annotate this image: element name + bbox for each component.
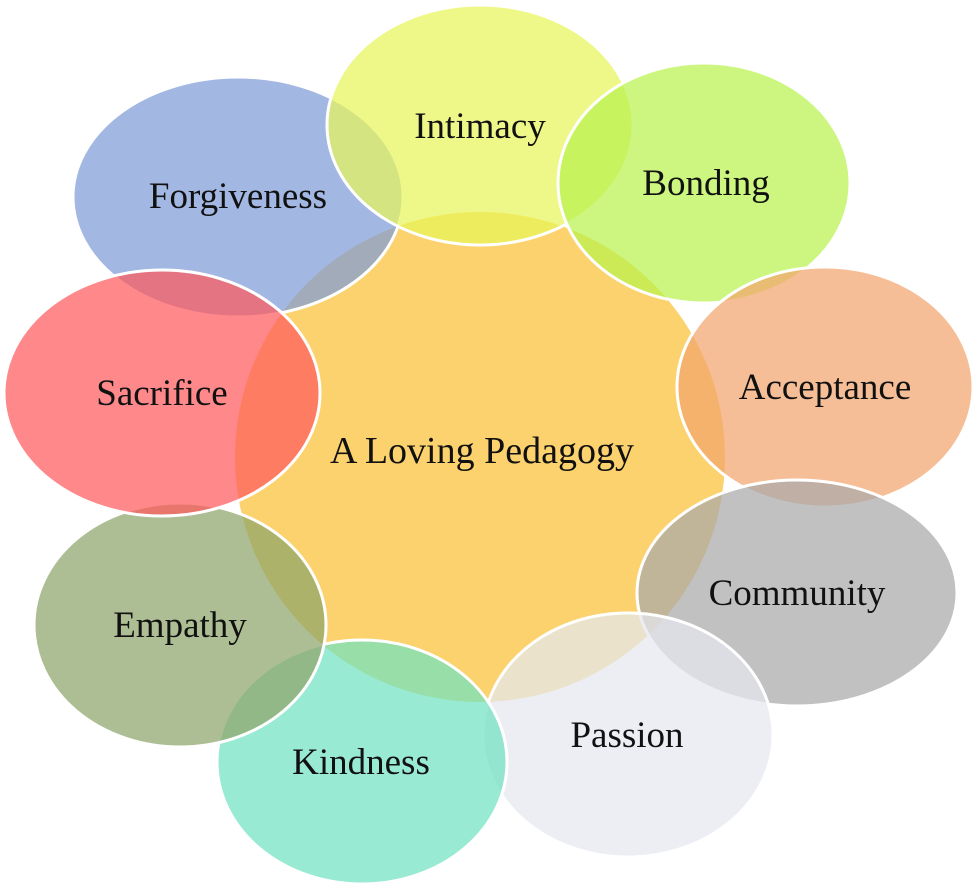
petal-sacrifice: Sacrifice bbox=[2, 268, 322, 518]
petal-empathy: Empathy bbox=[32, 501, 328, 749]
petal-bonding-ellipse bbox=[556, 61, 852, 305]
petal-bonding-label: Bonding bbox=[642, 163, 769, 204]
petal-passion: Passion bbox=[481, 611, 775, 859]
petal-passion-label: Passion bbox=[570, 715, 683, 756]
petal-forgiveness: Forgiveness bbox=[71, 75, 405, 319]
petal-bonding: Bonding bbox=[556, 61, 852, 305]
petal-intimacy: Intimacy bbox=[325, 3, 635, 247]
petal-forgiveness-label: Forgiveness bbox=[149, 176, 327, 217]
petal-acceptance-label: Acceptance bbox=[739, 367, 912, 408]
petal-sacrifice-ellipse bbox=[2, 268, 322, 518]
petal-acceptance: Acceptance bbox=[675, 265, 975, 509]
petal-empathy-label: Empathy bbox=[113, 605, 247, 646]
center-circle bbox=[235, 212, 725, 702]
petal-sacrifice-label: Sacrifice bbox=[96, 373, 227, 414]
petal-intimacy-label: Intimacy bbox=[414, 106, 546, 147]
petal-kindness-label: Kindness bbox=[292, 742, 430, 783]
center-label: A Loving Pedagogy bbox=[330, 430, 634, 472]
center-node: A Loving Pedagogy bbox=[235, 212, 725, 702]
petal-community-label: Community bbox=[709, 573, 886, 614]
